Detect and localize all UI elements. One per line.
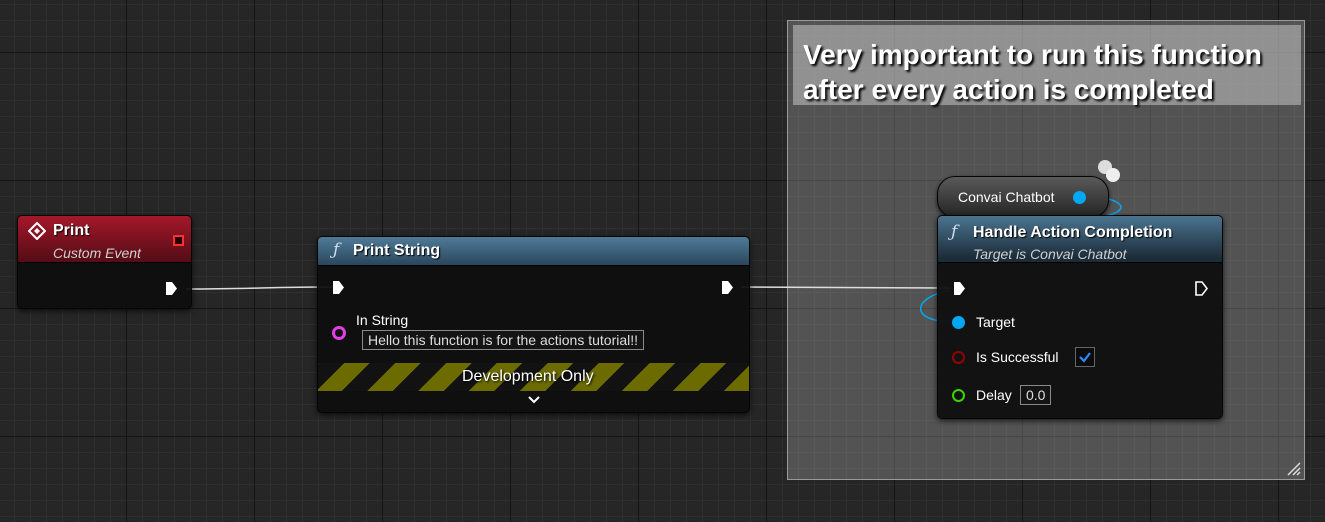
exec-wire-print-to-printstring xyxy=(185,286,334,290)
in-string-pin[interactable] xyxy=(332,326,346,340)
exec-wire-printstring-to-handle xyxy=(740,286,951,289)
print-event-title: Print xyxy=(53,222,90,239)
function-icon: ƒ xyxy=(333,240,340,260)
convai-chatbot-label: Convai Chatbot xyxy=(958,189,1055,205)
node-comment-bubble-icon[interactable] xyxy=(1098,160,1120,182)
delay-input[interactable]: 0.0 xyxy=(1020,385,1052,405)
is-successful-checkbox[interactable] xyxy=(1075,347,1095,367)
event-diamond-icon xyxy=(28,222,46,240)
handle-action-exec-in[interactable] xyxy=(953,281,966,296)
convai-chatbot-output-pin[interactable] xyxy=(1073,191,1086,204)
delay-label: Delay xyxy=(976,387,1012,403)
handle-action-header[interactable]: ƒ Handle Action Completion Target is Con… xyxy=(938,216,1222,263)
checkmark-icon xyxy=(1079,352,1091,363)
is-successful-pin[interactable] xyxy=(952,351,965,364)
print-event-subtitle: Custom Event xyxy=(53,245,141,261)
print-string-exec-in[interactable] xyxy=(332,280,345,295)
print-string-node[interactable]: ƒ Print String In String Hello this func… xyxy=(317,236,750,413)
delegate-pin-icon[interactable] xyxy=(173,235,184,246)
target-label: Target xyxy=(976,314,1015,330)
handle-action-subtitle: Target is Convai Chatbot xyxy=(973,246,1127,262)
development-only-banner xyxy=(318,363,749,391)
print-event-header[interactable]: Print Custom Event xyxy=(18,216,191,263)
print-event-node[interactable]: Print Custom Event xyxy=(17,215,192,309)
resize-grip-icon[interactable] xyxy=(1286,461,1301,476)
print-string-exec-out[interactable] xyxy=(721,280,734,295)
in-string-label: In String xyxy=(356,312,409,328)
convai-chatbot-ref-node[interactable]: Convai Chatbot xyxy=(937,176,1109,218)
in-string-input[interactable]: Hello this function is for the actions t… xyxy=(362,330,645,350)
handle-action-title: Handle Action Completion xyxy=(973,224,1173,241)
print-event-exec-out[interactable] xyxy=(165,281,178,296)
chevron-down-icon[interactable] xyxy=(528,395,540,404)
is-successful-label: Is Successful xyxy=(976,349,1059,365)
handle-action-exec-out[interactable] xyxy=(1195,281,1208,296)
delay-pin[interactable] xyxy=(952,389,965,402)
function-icon: ƒ xyxy=(951,222,958,242)
comment-title[interactable]: Very important to run this function afte… xyxy=(793,25,1301,105)
target-pin[interactable] xyxy=(952,316,965,329)
development-only-label: Development Only xyxy=(462,368,594,385)
handle-action-completion-node[interactable]: ƒ Handle Action Completion Target is Con… xyxy=(937,215,1223,419)
print-string-title: Print String xyxy=(353,242,441,259)
print-string-header[interactable]: ƒ Print String xyxy=(318,237,749,266)
